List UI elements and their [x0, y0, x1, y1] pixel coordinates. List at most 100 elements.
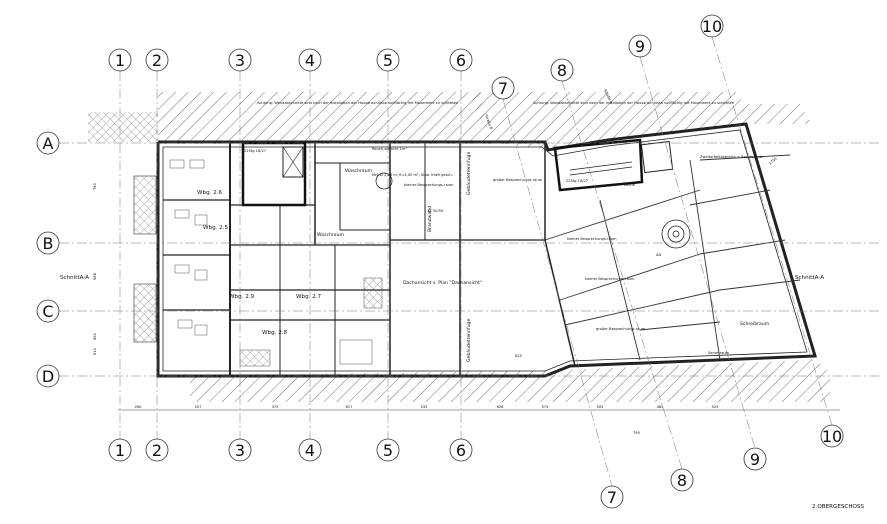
hatched-neighbour-areas — [88, 92, 830, 402]
dimension-chain: 795 — [633, 431, 640, 435]
furniture — [174, 209, 190, 219]
grid-bubble-5-bottom — [376, 438, 400, 462]
grid-number-6: 6 — [456, 51, 466, 70]
furniture — [363, 277, 383, 309]
room-dachansicht: Dachansicht s. Plan "Dachansicht" — [403, 280, 482, 286]
balcony-2 — [133, 283, 157, 343]
section-label-left: SchnittA-A — [60, 275, 89, 281]
grid-bubble-6-bottom — [449, 438, 473, 462]
wall — [689, 159, 721, 361]
stair-core-right — [553, 138, 674, 192]
grid-bubble-4-bottom — [298, 438, 322, 462]
street-label-a: Straße A — [603, 89, 613, 105]
grid-number-5: 5 — [383, 51, 393, 70]
apt-label-2-8: Wbg. 2.8 — [262, 330, 288, 336]
grid-lines — [59, 36, 880, 487]
grid-number-1: 1 — [115, 441, 125, 460]
wall — [689, 189, 771, 206]
dimension-bottom: 617 — [346, 405, 353, 409]
round-table — [661, 219, 691, 249]
grid-bubble-C — [36, 299, 60, 323]
hatch-top-left — [158, 92, 490, 142]
grid-number-4: 4 — [305, 51, 315, 70]
dimension-left: 660 — [93, 332, 97, 340]
grid-number-2: 2 — [152, 51, 162, 70]
furniture-sketch — [169, 159, 383, 367]
grid-bubble-4-top — [298, 48, 322, 72]
round-table-outer — [661, 219, 691, 249]
wall — [599, 199, 641, 361]
grid-bubble-2-top — [145, 48, 169, 72]
grid-number-8: 8 — [557, 61, 567, 80]
room-kleiner-2: kleiner Besprechungs-raum — [567, 237, 617, 241]
wall — [719, 279, 801, 291]
furniture — [174, 264, 190, 274]
dimension-left: 610 — [93, 347, 97, 355]
apt-label-2-7: Wbg. 2.7 — [296, 294, 322, 300]
hatch-right-road — [740, 104, 812, 124]
room-grosser-2: großer Besprechungs-raum — [596, 327, 646, 331]
room-schreibraum: Schreibraum — [740, 321, 770, 327]
wall — [544, 189, 701, 241]
grid-number-10: 10 — [822, 427, 842, 446]
grid-bubble-B — [36, 231, 60, 255]
grid-number-8: 8 — [677, 471, 687, 490]
note-stair-1: 22Stg 18/27 — [244, 149, 266, 153]
furniture — [169, 159, 185, 169]
wall — [639, 321, 721, 331]
dimension-bottom: 485 — [657, 405, 664, 409]
grid-number-6: 6 — [456, 441, 466, 460]
balcony-1 — [133, 175, 157, 235]
apt-label-2-5: Wbg. 2.5 — [203, 225, 229, 231]
grid-bubble-2-bottom — [145, 438, 169, 462]
stair-core-shape — [553, 138, 644, 192]
label-gebaeudetrennfuge-2: Gebäudetrennfuge — [466, 319, 472, 362]
note-achtung-2: Achtung: Wandabschnitte sind nach der In… — [533, 101, 734, 105]
wall — [564, 289, 721, 326]
stair-core-left — [241, 141, 307, 207]
hatch-left-top — [88, 112, 158, 142]
grid-letter-C: C — [42, 302, 53, 321]
grid-number-3: 3 — [235, 441, 245, 460]
dimension-bottom: 505 — [597, 405, 604, 409]
note-dim-1z: 1Z 50/50 — [427, 209, 444, 213]
room-grosser-1: großer Besprechungs-raum — [493, 178, 543, 182]
round-shaft-circle — [375, 172, 393, 190]
furniture — [189, 159, 205, 169]
sheet-title: 2.OBERGESCHOSS — [812, 504, 864, 510]
wall — [559, 253, 701, 301]
section-label-right: SchnittA-A — [795, 275, 824, 281]
grid-number-2: 2 — [152, 441, 162, 460]
round-shaft — [375, 172, 393, 190]
balconies-left — [133, 175, 157, 343]
note-mh: MH: Ø 2,24 m; fl=4,00 m²; Stab. Kraft ge… — [372, 172, 453, 177]
grid-axis-8 — [561, 80, 683, 470]
grid-bubble-A — [36, 131, 60, 155]
room-serverraum: Serverraum — [708, 351, 730, 355]
dimension-bottom: 628 — [497, 405, 505, 409]
room-kleiner-1: kleiner Besprechungs-raum — [404, 183, 454, 187]
grid-bubble-1-top — [108, 48, 132, 72]
room-zweitarbeitsbereich: Zweitarbeitsbereich + Rechtschutz — [700, 155, 763, 159]
grid-bubble-9-top — [628, 34, 652, 58]
grid-bubble-1-bottom — [108, 438, 132, 462]
dimension-left: 588 — [93, 272, 97, 280]
round-table-core — [672, 230, 680, 238]
grid-number-3: 3 — [235, 51, 245, 70]
grid-number-7: 7 — [607, 488, 617, 507]
grid-axis-7 — [502, 98, 613, 487]
grid-letter-D: D — [42, 367, 54, 386]
room-waschraum-2: Waschraum — [317, 232, 345, 238]
grid-axis-9 — [639, 56, 756, 449]
grid-number-9: 9 — [635, 37, 645, 56]
office-walls — [544, 154, 801, 361]
dimension-bottom: 525 — [712, 405, 719, 409]
dimension-bottom: 507 — [195, 405, 202, 409]
hatch-top-right — [470, 92, 746, 150]
grid-bubble-8-top — [550, 58, 574, 82]
grid-number-9: 9 — [750, 450, 760, 469]
stair-run — [569, 166, 633, 176]
grid-bubble-D — [36, 364, 60, 388]
